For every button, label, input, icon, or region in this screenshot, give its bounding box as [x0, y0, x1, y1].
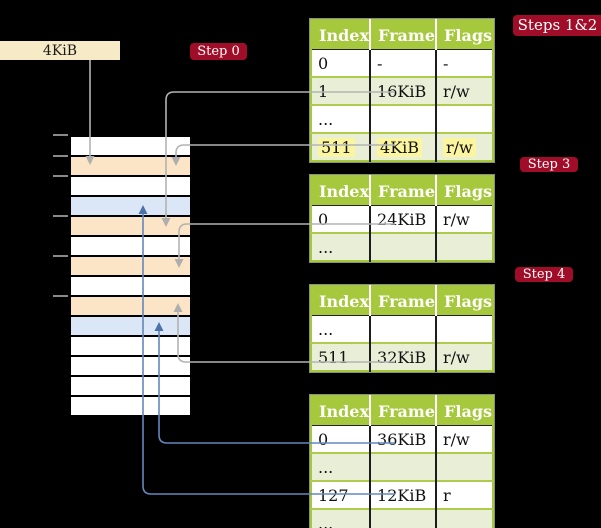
memory-row-4	[71, 217, 190, 235]
memory-row-5	[71, 237, 190, 255]
column-header-flags: Flags	[436, 286, 494, 316]
column-header-frame: Frame	[370, 396, 438, 426]
highlight-mark: r/w	[443, 137, 476, 157]
table-row: ...	[311, 104, 494, 133]
address-tick	[53, 155, 68, 157]
table-row: ...	[311, 315, 493, 343]
column-header-flags: Flags	[436, 20, 494, 50]
table-row: 511 32KiB r/w	[311, 342, 494, 371]
column-header-index: Index	[311, 20, 372, 50]
memory-row-3	[71, 197, 190, 215]
page-table-2: Index Frame Flags 0 24KiB r/w ...	[308, 174, 496, 263]
memory-row-1	[71, 157, 190, 175]
table-row: 127 12KiB r	[311, 480, 494, 509]
table-row: 1 16KiB r/w	[311, 76, 494, 105]
highlight-mark: 4KiB	[377, 137, 423, 157]
address-tick	[53, 175, 68, 177]
column-header-frame: Frame	[370, 176, 438, 206]
badge-step-0: Step 0	[190, 43, 247, 60]
table-row: ...	[311, 452, 494, 481]
memory-row-2	[71, 177, 190, 195]
memory-row-7	[71, 277, 190, 295]
badge-step-4: Step 4	[515, 267, 573, 282]
memory-row-12	[71, 377, 190, 395]
memory-row-10	[71, 337, 190, 355]
table-row: ...	[311, 508, 494, 528]
memory-row-8	[71, 297, 190, 315]
column-header-frame: Frame	[370, 20, 438, 50]
memory-row-11	[71, 357, 190, 375]
address-tick	[53, 255, 68, 257]
memory-row-13	[71, 397, 190, 415]
table-row-highlighted: 511 4KiB r/w	[311, 132, 494, 161]
column-header-flags: Flags	[436, 176, 494, 206]
highlight-mark: 511	[318, 137, 355, 157]
table-row: 0 24KiB r/w	[311, 205, 493, 233]
physical-memory-column	[71, 137, 190, 415]
column-header-index: Index	[311, 396, 372, 426]
column-header-flags: Flags	[436, 396, 494, 426]
column-header-frame: Frame	[370, 286, 438, 316]
frame-size-box: 4KiB	[0, 41, 120, 60]
column-header-index: Index	[311, 176, 372, 206]
page-table-1: Index Frame Flags 0 - - 1 16KiB r/w ... …	[308, 18, 496, 163]
memory-row-6	[71, 257, 190, 275]
table-row: 0 - -	[311, 49, 493, 77]
address-tick	[53, 134, 68, 136]
column-header-index: Index	[311, 286, 372, 316]
badge-steps-1-2: Steps 1&2	[513, 15, 601, 36]
badge-step-3: Step 3	[520, 157, 578, 172]
table-row: 0 36KiB r/w	[311, 425, 493, 453]
address-tick	[53, 295, 68, 297]
memory-row-0	[71, 137, 190, 155]
page-table-3: Index Frame Flags ... 511 32KiB r/w	[308, 284, 496, 373]
memory-row-9	[71, 317, 190, 335]
page-table-4: Index Frame Flags 0 36KiB r/w ... 127 12…	[308, 394, 496, 528]
address-tick	[53, 215, 68, 217]
table-row: ...	[311, 232, 494, 261]
